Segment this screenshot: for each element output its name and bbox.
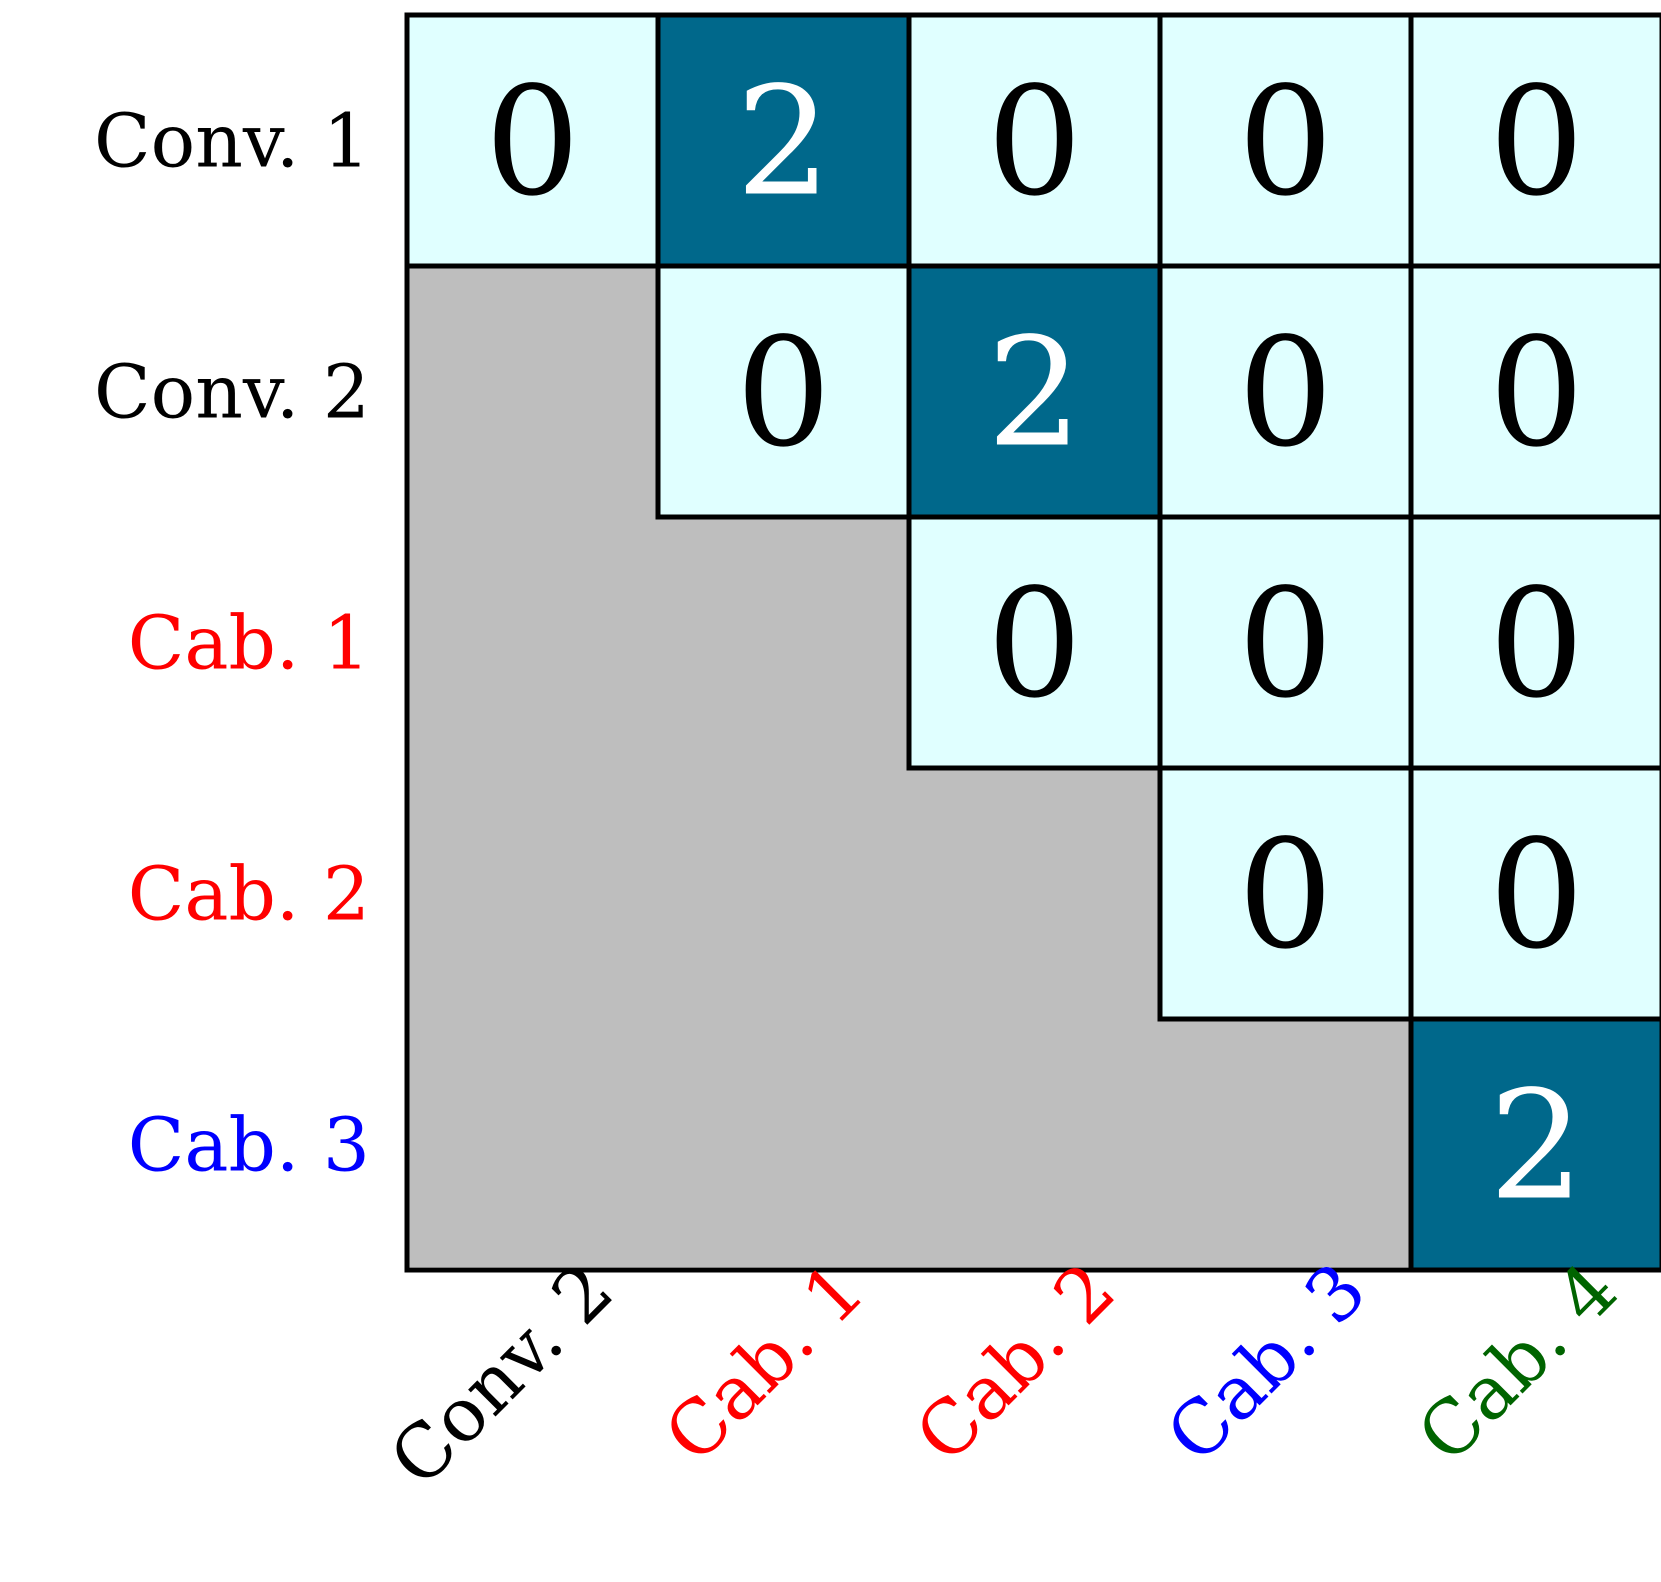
matrix-cell-0-4 xyxy=(1411,15,1661,266)
matrix-cell-2-4 xyxy=(1411,517,1661,768)
matrix-cell-0-3 xyxy=(1160,15,1411,266)
column-label: Cab. 4 xyxy=(1402,1247,1634,1479)
matrix-cell-2-3 xyxy=(1160,517,1411,768)
column-label: Cab. 3 xyxy=(1151,1247,1383,1479)
cell-value-label: 0 xyxy=(1489,558,1584,732)
matrix-cell-1-3 xyxy=(1160,266,1411,517)
matrix-cell-0-0 xyxy=(407,15,658,266)
cell-value-label: 2 xyxy=(987,307,1082,481)
matrix-cell-1-1 xyxy=(658,266,909,517)
cell-border xyxy=(1408,1016,1661,1273)
cell-value-label: 0 xyxy=(736,307,831,481)
row-label: Cab. 1 xyxy=(128,601,370,687)
cell-value-label: 0 xyxy=(1238,307,1333,481)
row-label: Cab. 3 xyxy=(128,1103,370,1189)
column-label: Cab. 2 xyxy=(900,1247,1132,1479)
cell-value-label: 0 xyxy=(485,56,580,230)
cell-value-label: 0 xyxy=(1238,558,1333,732)
matrix-cell-4-4 xyxy=(1411,1019,1661,1270)
matrix-cell-1-2 xyxy=(909,266,1160,517)
row-label: Conv. 2 xyxy=(94,350,370,436)
matrix-cell-1-4 xyxy=(1411,266,1661,517)
cell-value-label: 0 xyxy=(1489,307,1584,481)
matrix-cell-2-2 xyxy=(909,517,1160,768)
column-label: Cab. 1 xyxy=(649,1247,881,1479)
column-label: Conv. 2 xyxy=(374,1247,630,1503)
matrix-cell-3-3 xyxy=(1160,768,1411,1019)
matrix-cell-3-4 xyxy=(1411,768,1661,1019)
cell-value-label: 0 xyxy=(1489,56,1584,230)
cell-value-label: 2 xyxy=(1489,1060,1584,1234)
cell-value-label: 0 xyxy=(987,558,1082,732)
cell-value-label: 0 xyxy=(1489,809,1584,983)
row-label: Conv. 1 xyxy=(94,99,370,185)
matrix-cell-0-1 xyxy=(658,15,909,266)
cell-value-label: 0 xyxy=(987,56,1082,230)
row-label: Cab. 2 xyxy=(128,852,370,938)
cell-value-label: 0 xyxy=(1238,56,1333,230)
cell-value-label: 2 xyxy=(736,56,831,230)
cell-value-label: 0 xyxy=(1238,809,1333,983)
matrix-grid xyxy=(404,12,1661,1273)
matrix-cell-0-2 xyxy=(909,15,1160,266)
row-labels: Conv. 1 Conv. 2 Cab. 1 Cab. 2 Cab. 3 xyxy=(94,99,370,1189)
